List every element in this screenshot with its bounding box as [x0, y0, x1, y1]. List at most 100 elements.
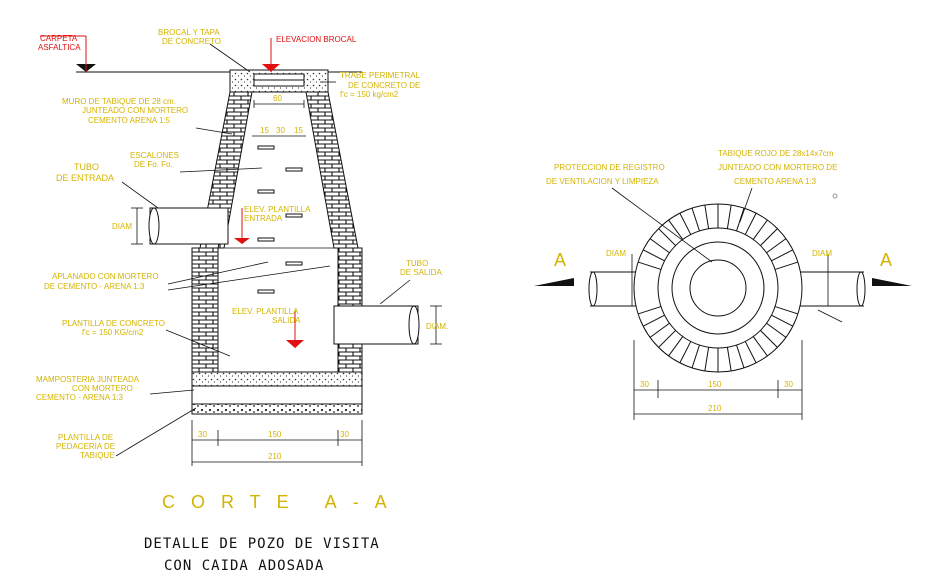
label-tabique-rojo-3: CEMENTO ARENA 1:3 [734, 177, 817, 186]
label-elev-brocal: ELEVACION BROCAL [276, 35, 357, 44]
mamposteria-base [191, 385, 363, 405]
dim-15a: 15 [260, 126, 269, 135]
plan-brick-joint [679, 341, 692, 364]
plan-view [534, 187, 912, 420]
label-brocal-1: BROCAL Y TAPA [158, 28, 220, 37]
label-mamposteria-1: MAMPOSTERIA JUNTEADA [36, 375, 140, 384]
plan-cover [689, 259, 747, 317]
plan-brick-joint [752, 336, 768, 357]
plan-brick-joint [637, 306, 662, 315]
plan-brick-joint [691, 207, 700, 232]
label-proteccion-1: PROTECCION DE REGISTRO [554, 163, 665, 172]
plan-brick-joint [752, 219, 768, 240]
label-aplanado-1: APLANADO CON MORTERO [52, 272, 159, 281]
plan-dim-30-left: 30 [640, 380, 649, 389]
label-pedaceria-1: PLANTILLA DE [58, 433, 113, 442]
plan-brick-joint [774, 261, 799, 270]
section-mark-right: A [880, 250, 892, 270]
elev-brocal-marker [262, 64, 280, 72]
label-elev-entrada-2: ENTRADA [244, 214, 283, 223]
outlet-pipe [333, 305, 420, 345]
dim-30-right: 30 [340, 430, 349, 439]
section-mark-left: A [554, 250, 566, 270]
plan-brick-joint [679, 212, 692, 235]
plan-brick-ring [637, 204, 799, 372]
label-pedaceria-2: PEDACERIA DE [56, 442, 115, 451]
plan-brick-joint [649, 322, 670, 338]
plan-brick-joint [668, 219, 684, 240]
plantilla-pedaceria [191, 403, 363, 415]
label-diam-entrada: DIAM [112, 222, 132, 231]
plan-brick-joint [744, 341, 757, 364]
plan-brick-joint [744, 212, 757, 235]
dim-210: 210 [268, 452, 282, 461]
label-tabique-rojo-1: TABIQUE ROJO DE 28x14x7cm [718, 149, 834, 158]
label-carpeta-1: CARPETA [40, 34, 78, 43]
dim-15b: 15 [294, 126, 303, 135]
plan-brick-joint [766, 238, 787, 254]
plan-brick-joint [771, 314, 794, 327]
label-trabe-1: TRABE PERIMETRAL [340, 71, 421, 80]
title-detalle-1: DETALLE DE POZO DE VISITA [144, 536, 380, 552]
section-dimension-texts: 60 15 30 15 30 150 30 210 [198, 94, 349, 461]
section-view [40, 35, 442, 466]
label-elev-salida-2: SALIDA [272, 316, 301, 325]
plan-brick-joint [726, 204, 732, 229]
cylinder-wall-left [191, 247, 219, 373]
label-escalones-1: ESCALONES [130, 151, 179, 160]
plan-brick-joint [642, 314, 665, 327]
label-muro-1: MURO DE TABIQUE DE 28 cm. [62, 97, 176, 106]
label-tubo-entrada-2: DE ENTRADA [56, 173, 114, 183]
label-mamposteria-2: CON MORTERO [72, 384, 133, 393]
plan-brick-joint [704, 347, 710, 372]
label-pedaceria-3: TABIQUE [80, 451, 115, 460]
plan-dimension-lines [633, 340, 803, 420]
plan-brick-joint [726, 347, 732, 372]
plan-brick-joint [760, 228, 778, 246]
leader-lines [115, 43, 411, 457]
plan-brick-joint [642, 249, 665, 262]
plan-brick-joint [668, 336, 684, 357]
section-arrow-left [534, 278, 574, 286]
label-plantilla-concreto-2: f'c = 150 KG/cm2 [82, 328, 144, 337]
plan-brick-joint [691, 344, 700, 369]
plan-dim-30-right: 30 [784, 380, 793, 389]
label-elev-entrada-1: ELEV. PLANTILLA [244, 205, 311, 214]
label-plan-diam-left: DIAM [606, 249, 626, 258]
dim-150: 150 [268, 430, 282, 439]
plan-brick-joint [658, 330, 676, 348]
label-diam-salida: DIAM. [426, 322, 448, 331]
plan-brick-joint [771, 249, 794, 262]
plan-brick-joint [760, 330, 778, 348]
label-tubo-salida-2: DE SALIDA [400, 268, 442, 277]
plan-brick-joint [658, 228, 676, 246]
dim-60: 60 [273, 94, 282, 103]
dim-30c: 30 [276, 126, 285, 135]
inlet-pipe [148, 207, 229, 245]
steps [257, 145, 303, 294]
label-proteccion-2: DE VENTILACION Y LIMPIEZA [546, 177, 659, 186]
title-detalle-2: CON CAIDA ADOSADA [164, 558, 324, 574]
label-trabe-2: DE CONCRETO DE [348, 81, 420, 90]
dimension-lines [131, 100, 442, 466]
label-elev-salida-1: ELEV. PLANTILLA [232, 307, 299, 316]
label-tubo-salida-1: TUBO [406, 259, 428, 268]
plan-brick-joint [637, 261, 662, 270]
plan-brick-joint [766, 322, 787, 338]
label-plantilla-concreto-1: PLANTILLA DE CONCRETO [62, 319, 165, 328]
label-muro-2: JUNTEADO CON MORTERO [82, 106, 188, 115]
title-corte: CORTE A-A [162, 492, 403, 512]
section-arrow-right [872, 278, 912, 286]
plan-dim-150: 150 [708, 380, 722, 389]
plan-labels: PROTECCION DE REGISTRO DE VENTILACION Y … [546, 149, 892, 413]
label-aplanado-2: DE CEMENTO - ARENA 1:3 [44, 282, 145, 291]
plan-brick-joint [774, 306, 799, 315]
label-mamposteria-3: CEMENTO - ARENA 1:3 [36, 393, 124, 402]
plan-brick-joint [649, 238, 670, 254]
section-labels: CARPETA ASFALTICA BROCAL Y TAPA DE CONCR… [36, 28, 448, 460]
label-trabe-3: f'c = 150 kg/cm2 [340, 90, 399, 99]
plantilla-concreto [191, 371, 363, 387]
label-tubo-entrada-1: TUBO [74, 162, 99, 172]
label-muro-3: CEMENTO ARENA 1:5 [88, 116, 171, 125]
